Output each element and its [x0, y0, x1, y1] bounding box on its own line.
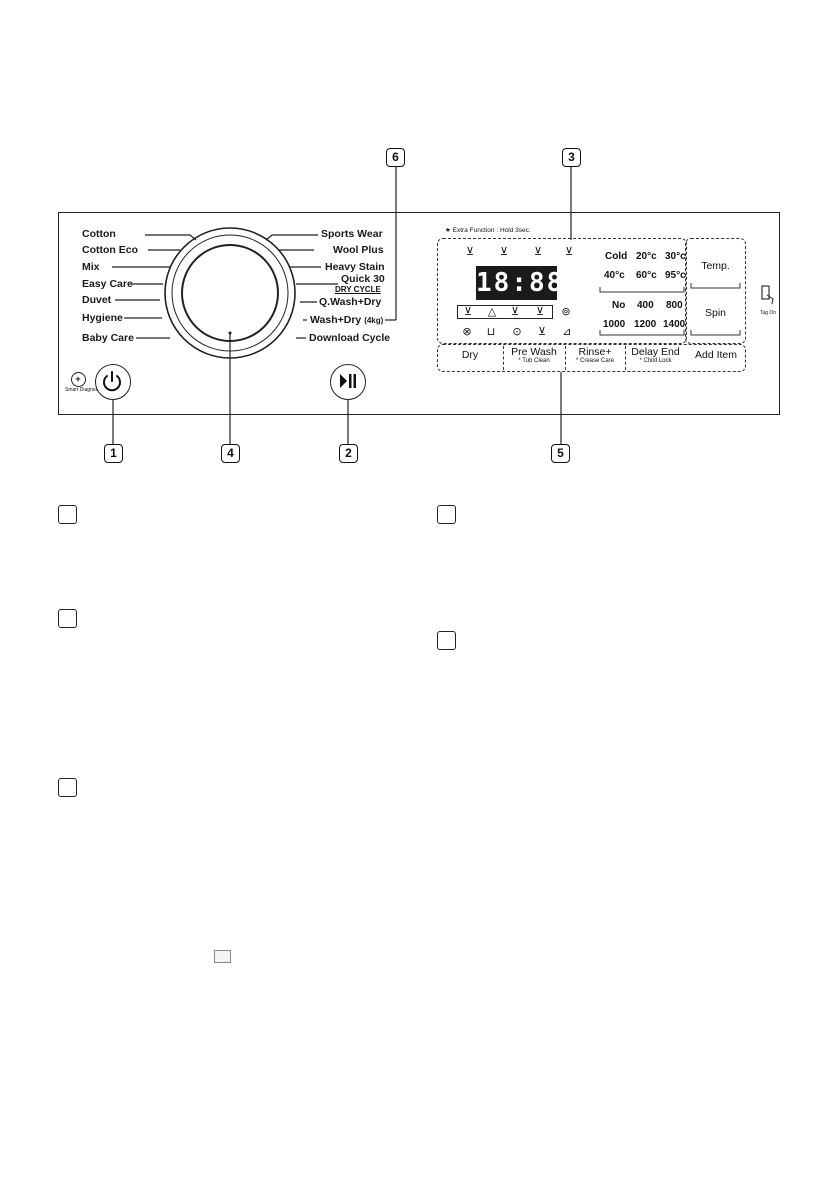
spin-option-1400: 1400 — [663, 319, 686, 330]
tub-clean-icon: ⊙ — [512, 326, 522, 338]
play-pause-icon — [340, 374, 356, 388]
program-quick-30[interactable]: Quick 30 — [341, 273, 385, 285]
add-item-button[interactable]: Add Item — [694, 349, 738, 361]
start-pause-button[interactable] — [330, 364, 366, 400]
time-display: 18:88 — [476, 266, 565, 300]
child-lock-sublabel: * Child Lock — [639, 358, 672, 364]
temp-option-60: 60°c — [636, 270, 657, 281]
smart-diagnosis: + Smart Diagnosis — [65, 372, 102, 393]
crease-care-sublabel: * Crease Care — [575, 358, 614, 364]
control-panel — [58, 212, 780, 415]
display-area — [437, 238, 687, 344]
spin-option-1000: 1000 — [603, 319, 626, 330]
callout-5: 5 — [551, 444, 570, 463]
dry-level-4-icon: ⊻ — [535, 306, 545, 318]
callout-3: 3 — [562, 148, 581, 167]
temp-option-40: 40°c — [604, 270, 625, 281]
smart-diagnosis-icon: + — [70, 372, 86, 387]
callout-6: 6 — [386, 148, 405, 167]
extra-function-note: ★ Extra Function : Hold 3sec. — [445, 227, 531, 234]
wash-status-icon: ⊻ — [499, 246, 509, 258]
program-wash-dry[interactable]: Wash+Dry (4kg) — [310, 314, 384, 326]
program-wool-plus[interactable]: Wool Plus — [333, 244, 384, 256]
program-easy-care[interactable]: Easy Care — [82, 278, 133, 290]
spin-option-no: No — [612, 300, 626, 311]
dry-level-3-icon: ⊻ — [510, 306, 520, 318]
callout-2: 2 — [339, 444, 358, 463]
program-mix[interactable]: Mix — [82, 261, 100, 273]
legend-box-left-2 — [58, 609, 77, 628]
program-download-cycle[interactable]: Download Cycle — [309, 332, 391, 344]
program-cotton-eco[interactable]: Cotton Eco — [82, 244, 138, 256]
program-qwash-dry[interactable]: Q.Wash+Dry — [319, 296, 382, 308]
legend-box-left-1 — [58, 505, 77, 524]
delay-end-button[interactable]: Delay End * Child Lock — [625, 346, 686, 370]
spin-button[interactable]: Spin — [704, 307, 726, 319]
dry-cycle-label: DRY CYCLE — [335, 285, 381, 294]
power-button[interactable] — [95, 364, 131, 400]
spin-option-800: 800 — [666, 300, 683, 311]
callout-1: 1 — [104, 444, 123, 463]
program-baby-care[interactable]: Baby Care — [82, 332, 134, 344]
program-sports-wear[interactable]: Sports Wear — [321, 228, 383, 240]
timed-dry-icon: ⊚ — [561, 306, 571, 318]
option-buttons-area — [685, 238, 746, 344]
callout-4: 4 — [221, 444, 240, 463]
crease-care-icon: ⊿ — [562, 326, 572, 338]
tag-on[interactable]: Tag On — [755, 285, 781, 316]
dry-button[interactable]: Dry — [461, 349, 479, 361]
tag-on-icon — [761, 285, 774, 305]
dry-level-2-icon: △ — [487, 306, 497, 318]
temp-option-30: 30°c — [665, 251, 686, 262]
small-display-thumbnail — [214, 950, 231, 963]
program-duvet[interactable]: Duvet — [82, 294, 112, 306]
program-hygiene[interactable]: Hygiene — [82, 312, 123, 324]
program-heavy-stain[interactable]: Heavy Stain — [325, 261, 385, 273]
prewash-button[interactable]: Pre Wash * Tub Clean — [503, 346, 565, 370]
tub-clean-sublabel: * Tub Clean — [518, 358, 550, 364]
spin-status-icon: ⊻ — [564, 246, 574, 258]
no-water-icon: ⊗ — [462, 326, 472, 338]
function-buttons-area — [437, 344, 746, 372]
legend-box-right-1 — [437, 505, 456, 524]
power-icon — [103, 371, 121, 392]
door-lock-icon: ⊔ — [486, 326, 496, 338]
prewash-status-icon: ⊻ — [465, 246, 475, 258]
temp-option-95: 95°c — [665, 270, 686, 281]
temp-option-cold: Cold — [605, 251, 628, 262]
temp-button[interactable]: Temp. — [701, 260, 730, 272]
wash-tub-icon: ⊻ — [537, 326, 547, 338]
dry-level-indicator — [457, 305, 553, 319]
temp-option-20: 20°c — [636, 251, 657, 262]
spin-option-1200: 1200 — [634, 319, 657, 330]
legend-box-right-2 — [437, 631, 456, 650]
rinse-plus-button[interactable]: Rinse+ * Crease Care — [565, 346, 625, 370]
legend-box-left-3 — [58, 778, 77, 797]
spin-option-400: 400 — [637, 300, 654, 311]
program-cotton[interactable]: Cotton — [82, 228, 116, 240]
dry-level-1-icon: ⊻ — [463, 306, 473, 318]
rinse-status-icon: ⊻ — [533, 246, 543, 258]
